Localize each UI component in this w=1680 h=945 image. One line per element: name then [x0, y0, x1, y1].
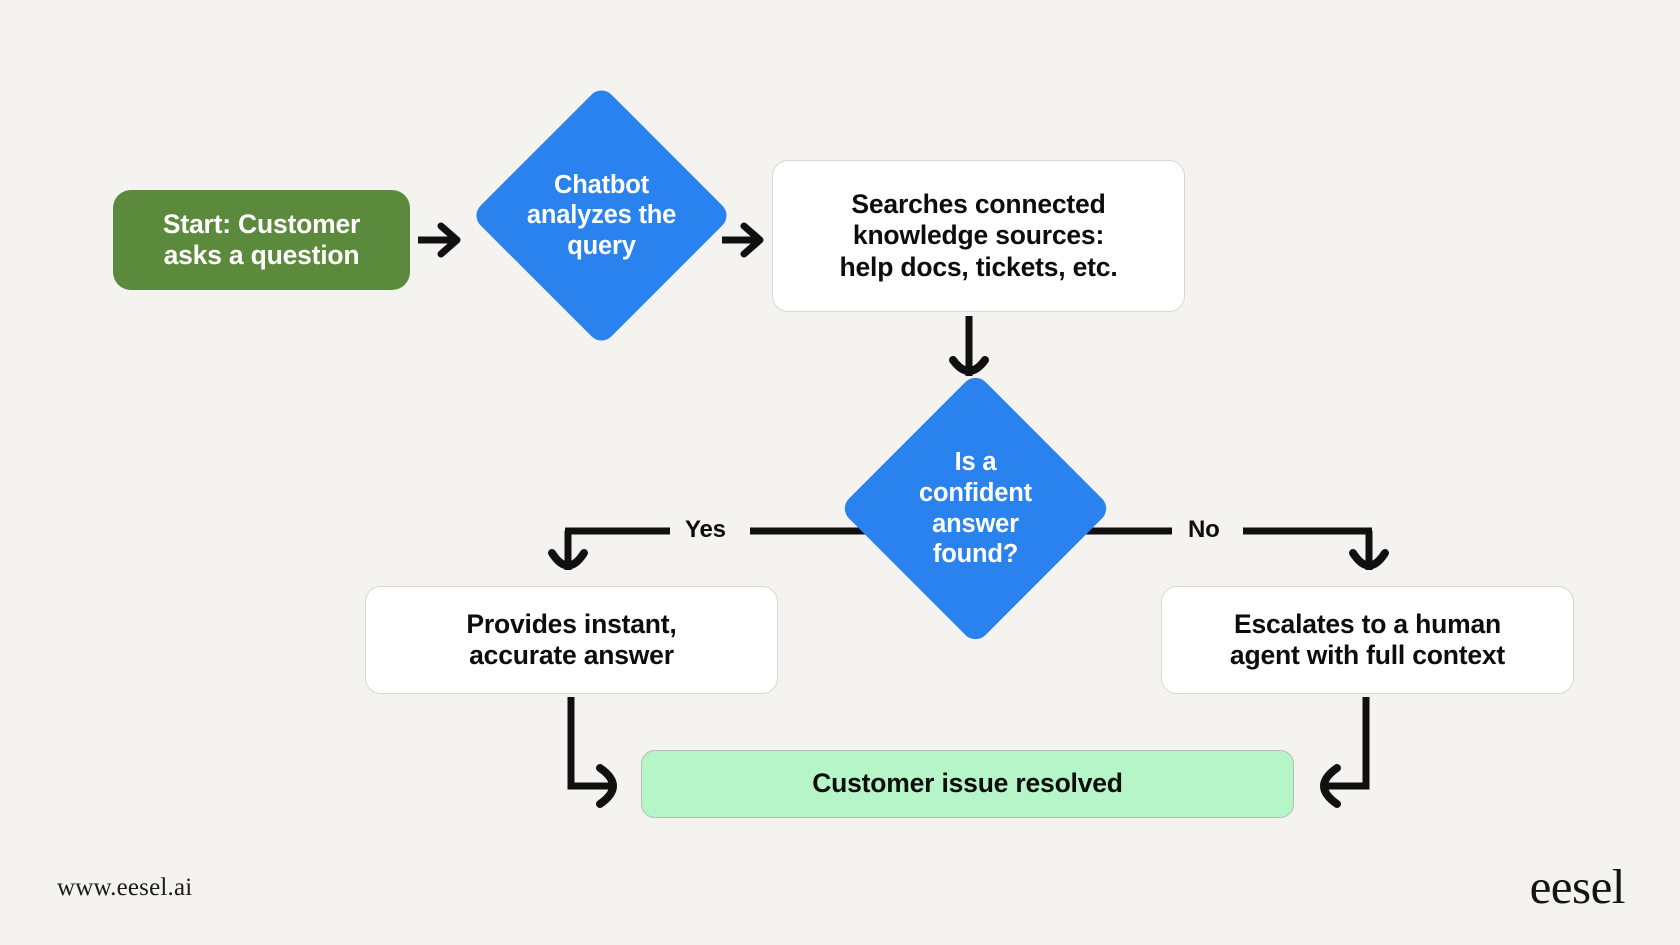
node-search-sources[interactable]: Searches connected knowledge sources: he…: [772, 160, 1185, 312]
node-analyze-label: Chatbot analyzes the query: [526, 170, 677, 260]
node-start-label: Start: Customer asks a question: [162, 208, 361, 270]
arrowhead-escalate-to-resolved: [1320, 764, 1341, 808]
node-escalate-human-label: Escalates to a human agent with full con…: [1229, 608, 1506, 670]
node-analyze[interactable]: Chatbot analyzes the query: [470, 84, 733, 347]
node-escalate-human[interactable]: Escalates to a human agent with full con…: [1161, 586, 1574, 694]
edge-instant-to-resolved: [567, 697, 612, 790]
edge-label-no: No: [1179, 516, 1229, 544]
node-start[interactable]: Start: Customer asks a question: [113, 190, 410, 290]
node-decision-label: Is a confident answer found?: [919, 448, 1032, 569]
node-search-sources-label: Searches connected knowledge sources: he…: [839, 189, 1118, 282]
arrowhead-decision-to-instant: [548, 549, 588, 570]
eesel-logo: eesel: [1529, 859, 1626, 914]
node-customer-issue-resolved[interactable]: Customer issue resolved: [641, 750, 1294, 818]
arrowhead-analyze-to-search: [740, 222, 764, 258]
node-instant-answer-label: Provides instant, accurate answer: [466, 608, 677, 670]
node-resolved-label: Customer issue resolved: [812, 768, 1123, 799]
arrowhead-decision-to-escalate: [1349, 549, 1389, 570]
edge-label-yes: Yes: [676, 516, 735, 544]
node-decision-confident-answer[interactable]: Is a confident answer found?: [839, 372, 1112, 645]
footer-website-url[interactable]: www.eesel.ai: [57, 874, 193, 901]
arrowhead-instant-to-resolved: [596, 764, 617, 808]
node-instant-answer[interactable]: Provides instant, accurate answer: [365, 586, 778, 694]
arrowhead-search-to-decision: [949, 356, 989, 375]
edge-escalate-to-resolved: [1325, 697, 1370, 790]
arrowhead-start-to-analyze: [437, 222, 461, 258]
